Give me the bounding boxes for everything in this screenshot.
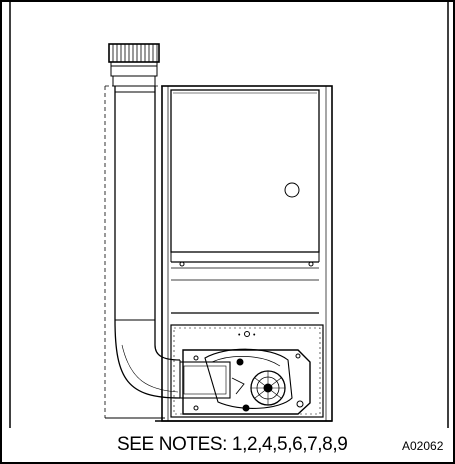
vent-coupling [108, 43, 160, 63]
notes-caption: SEE NOTES: 1,2,4,5,6,7,8,9 [117, 434, 348, 455]
figure-id: A02062 [402, 439, 444, 453]
vent-pipe [108, 43, 181, 399]
panel-screw [244, 331, 250, 337]
door-sight-hole [284, 182, 300, 198]
svg-text:•: • [253, 332, 256, 339]
upper-access-door [170, 89, 320, 269]
inducer-assembly [179, 348, 311, 415]
furnace-cabinet [161, 85, 333, 422]
blower-compartment: • • [170, 324, 324, 418]
side-casing-outline [104, 85, 165, 418]
middle-panel [171, 279, 319, 314]
panel-marker: • [238, 332, 241, 339]
